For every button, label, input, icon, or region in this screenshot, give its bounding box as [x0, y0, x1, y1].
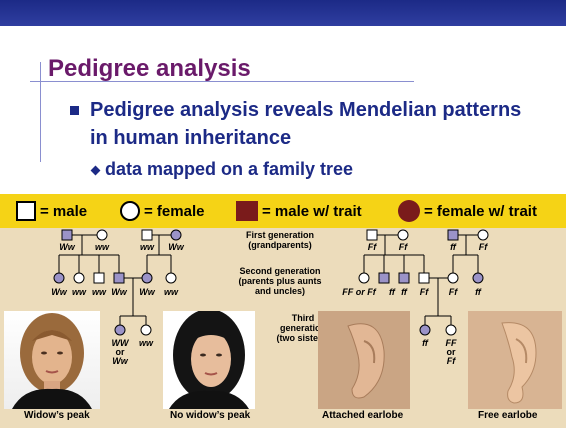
caption-free-earlobe: Free earlobe	[478, 410, 537, 421]
genotype-label: ff	[450, 242, 457, 252]
top-banner	[0, 0, 566, 26]
gen-text: First generation	[232, 230, 328, 240]
genotype-label: ff	[475, 287, 482, 297]
gen-text: Second generation	[232, 266, 328, 276]
diamond-bullet-icon	[91, 165, 101, 175]
male-trait-square	[399, 273, 409, 283]
genotype-label: Ff	[399, 242, 408, 252]
female-trait-circle	[171, 230, 181, 240]
legend-female-trait: = female w/ trait	[398, 194, 537, 228]
female-circle	[97, 230, 107, 240]
female-circle	[448, 273, 458, 283]
legend-male-trait-label: = male w/ trait	[262, 203, 362, 220]
genotype-label: ff	[401, 287, 408, 297]
female-circle	[166, 273, 176, 283]
male-square	[94, 273, 104, 283]
female-circle	[446, 325, 456, 335]
second-generation-label: Second generation (parents plus aunts an…	[232, 266, 328, 296]
free-earlobe-photo	[468, 311, 562, 409]
bullet-sub-text: data mapped on a family tree	[105, 159, 353, 179]
genotype-label: Ff	[479, 242, 488, 252]
legend-male-trait: = male w/ trait	[236, 194, 362, 228]
genotype-label: Ff	[447, 356, 456, 366]
genotype-label: Ff	[449, 287, 458, 297]
caption-no-widows-peak: No widow’s peak	[170, 410, 250, 421]
first-generation-label: First generation (grandparents)	[232, 230, 328, 250]
caption-widows-peak: Widow’s peak	[24, 410, 90, 421]
genotype-label: Ww	[139, 287, 155, 297]
legend-bar: = male = female = male w/ trait = female…	[0, 194, 566, 228]
bullet-main-text: Pedigree analysis reveals Mendelian patt…	[90, 96, 540, 152]
bullet-sub: data mapped on a family tree	[92, 159, 353, 180]
banner-divider	[0, 26, 566, 29]
genotype-label: ff	[422, 338, 429, 348]
male-trait-square	[62, 230, 72, 240]
ear-image	[318, 311, 410, 409]
legend-female-trait-label: = female w/ trait	[424, 203, 537, 220]
genotype-label: Ww	[51, 287, 67, 297]
genotype-label: FF or Ff	[342, 287, 376, 297]
square-bullet-icon	[70, 106, 79, 115]
genotype-label: Ff	[420, 287, 429, 297]
genotype-label: ww	[72, 287, 87, 297]
widows-peak-photo	[4, 311, 100, 409]
genotype-label: ww	[139, 338, 154, 348]
genotype-label: Ww	[112, 356, 128, 366]
female-circle	[141, 325, 151, 335]
female-circle-icon	[120, 201, 140, 221]
gen-text: (parents plus aunts	[232, 276, 328, 286]
female-circle	[398, 230, 408, 240]
legend-female-label: = female	[144, 203, 204, 220]
genotype-label: ww	[164, 287, 179, 297]
genotype-label: Ww	[111, 287, 127, 297]
caption-attached-earlobe: Attached earlobe	[322, 410, 403, 421]
pedigree-panel: Ww ww ww Ww Ww ww ww Ww Ww ww WW or Ww w…	[0, 228, 566, 428]
female-circle	[478, 230, 488, 240]
female-trait-circle-icon	[398, 200, 420, 222]
male-square-icon	[16, 201, 36, 221]
genotype-label: ww	[140, 242, 155, 252]
genotype-label: ww	[95, 242, 110, 252]
genotype-label: ff	[389, 287, 396, 297]
title-vertical-rule	[40, 62, 41, 162]
ear-image	[468, 311, 562, 409]
male-square	[419, 273, 429, 283]
male-trait-square-icon	[236, 201, 258, 221]
female-trait-circle	[142, 273, 152, 283]
male-trait-square	[114, 273, 124, 283]
male-trait-square	[448, 230, 458, 240]
legend-female: = female	[120, 194, 204, 228]
female-circle	[359, 273, 369, 283]
legend-male: = male	[16, 194, 87, 228]
legend-male-label: = male	[40, 203, 87, 220]
female-trait-circle	[473, 273, 483, 283]
genotype-label: Ww	[59, 242, 75, 252]
no-widows-peak-photo	[163, 311, 255, 409]
woman-portrait-image	[4, 311, 100, 409]
woman-portrait-image	[163, 311, 255, 409]
female-trait-circle	[420, 325, 430, 335]
female-circle	[74, 273, 84, 283]
male-square	[367, 230, 377, 240]
genotype-label: Ww	[168, 242, 184, 252]
gen-text: and uncles)	[232, 286, 328, 296]
slide-title: Pedigree analysis	[48, 55, 251, 83]
female-trait-circle	[54, 273, 64, 283]
female-trait-circle	[115, 325, 125, 335]
bullet-main: Pedigree analysis reveals Mendelian patt…	[70, 96, 540, 152]
genotype-label: Ff	[368, 242, 377, 252]
male-trait-square	[379, 273, 389, 283]
gen-text: (grandparents)	[232, 240, 328, 250]
genotype-label: ww	[92, 287, 107, 297]
attached-earlobe-photo	[318, 311, 410, 409]
male-square	[142, 230, 152, 240]
